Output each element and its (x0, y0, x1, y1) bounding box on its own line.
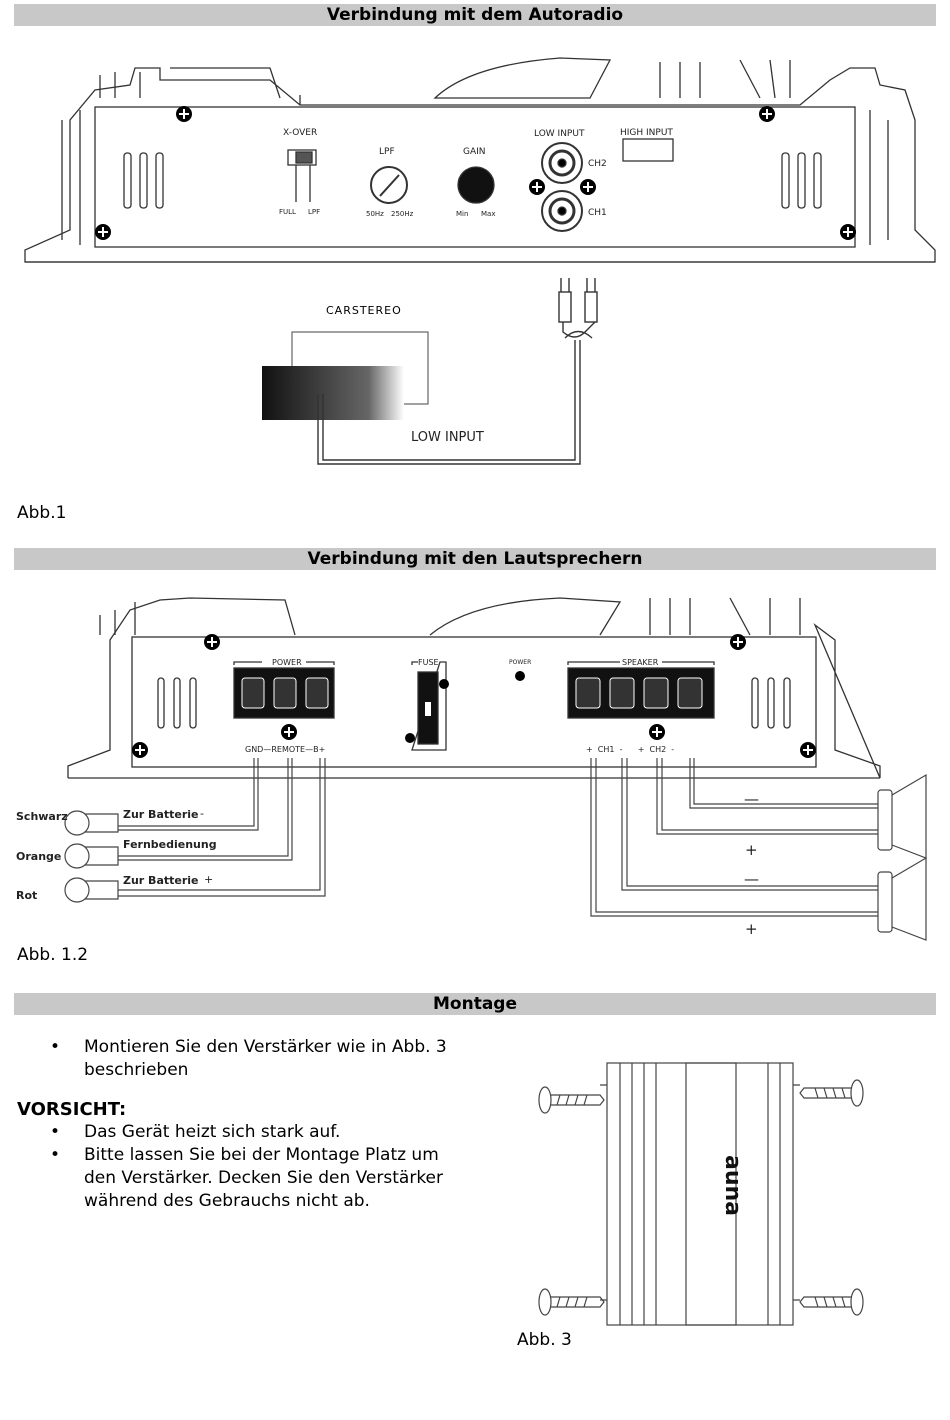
speaker2-minus: — (744, 870, 759, 888)
speaker1-minus: — (744, 790, 759, 808)
section-header-montage: Montage (14, 993, 936, 1015)
ch1-label: CH1 (588, 208, 607, 218)
x-over-label: X-OVER (283, 128, 317, 138)
gain-label: GAIN (463, 147, 486, 157)
wire-red-label: Rot (16, 889, 37, 902)
to-battery-neg-label: Zur Batterie (123, 808, 199, 821)
pos-sign: + (204, 873, 213, 886)
hz250-label: 250Hz (391, 210, 414, 218)
brand-logo: auna (720, 1155, 745, 1216)
speaker-wiring-diagram: POWER FUSE POWER SPEAKER GND—REMOTE—B+ +… (16, 597, 927, 941)
figure-caption-1: Abb.1 (17, 503, 67, 523)
section-header-speakers: Verbindung mit den Lautsprechern (14, 548, 936, 570)
high-input-label: HIGH INPUT (620, 128, 673, 138)
ch-terminal-label: + CH1 - + CH2 - (586, 745, 674, 754)
section-header-radio: Verbindung mit dem Autoradio (14, 4, 936, 26)
low-input-label: LOW INPUT (534, 129, 585, 139)
car-stereo-diagram: CARSTEREO LOW INPUT (262, 278, 598, 465)
neg-sign: - (200, 807, 204, 820)
low-input-cable-label: LOW INPUT (411, 430, 484, 445)
amplifier-mounting-diagram: auna (538, 1062, 864, 1326)
lpf-label: LPF (379, 147, 395, 157)
list-item: • Bitte lassen Sie bei der Montage Platz… (50, 1145, 444, 1211)
wire-black-label: Schwarz (16, 810, 68, 823)
to-battery-pos-label: Zur Batterie (123, 874, 199, 887)
montage-instructions: • Montieren Sie den Verstärker wie in Ab… (14, 1036, 484, 1213)
list-item: • Das Gerät heizt sich stark auf. (50, 1122, 341, 1142)
speaker2-plus: + (745, 920, 758, 938)
full-label: FULL (279, 208, 296, 216)
wire-orange-label: Orange (16, 850, 61, 863)
max-label: Max (481, 210, 495, 218)
power-terminal-label: POWER (272, 658, 302, 667)
carstereo-label: CARSTEREO (326, 304, 402, 317)
amplifier-front-diagram: X-OVER FULL LPF LPF 50Hz 250Hz GAIN Min … (24, 57, 936, 263)
figure-caption-3: Abb. 3 (517, 1330, 572, 1350)
lpf-switch-label: LPF (308, 208, 320, 216)
hz50-label: 50Hz (366, 210, 384, 218)
power-led-label: POWER (509, 659, 531, 666)
speaker1-plus: + (745, 841, 758, 859)
min-label: Min (456, 210, 468, 218)
figure-caption-2: Abb. 1.2 (17, 945, 89, 965)
remote-label: Fernbedienung (123, 838, 217, 851)
speaker-terminal-label: SPEAKER (622, 658, 659, 667)
gnd-remote-b-label: GND—REMOTE—B+ (245, 745, 325, 754)
fuse-label: FUSE (418, 658, 439, 667)
warning-heading: VORSICHT: (17, 1099, 127, 1120)
ch2-label: CH2 (588, 159, 607, 169)
list-item: • Montieren Sie den Verstärker wie in Ab… (50, 1037, 447, 1080)
